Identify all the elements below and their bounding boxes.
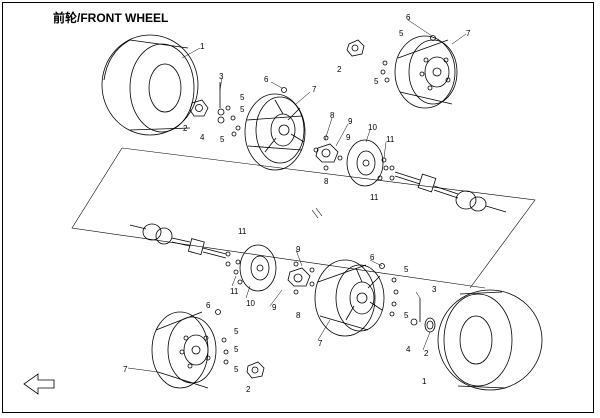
callout-9-top: 9 (348, 117, 353, 126)
drive-shaft-left (129, 223, 231, 267)
callout-8-top: 8 (330, 111, 335, 120)
callout-5-bottom-left-b: 5 (234, 345, 239, 354)
rim-top-right (380, 35, 458, 109)
callout-7-bottom-left: 7 (123, 365, 128, 374)
callout-5-top-c: 5 (220, 135, 225, 144)
callout-5-bottom-right-a: 5 (404, 265, 409, 274)
callout-3-top: 3 (219, 72, 224, 81)
callout-6-bottom-left: 6 (206, 301, 211, 310)
callout-9-top-b: 9 (346, 133, 351, 142)
callout-2-bottom-left: 2 (246, 385, 251, 394)
callout-labels: 1 2 3 4 5 5 5 6 7 8 8 9 9 10 11 11 2 6 7… (123, 13, 471, 394)
callout-9-bottom-b: 9 (272, 303, 277, 312)
front-direction-arrow-icon (23, 373, 55, 395)
tire-bottom-right (437, 289, 543, 391)
callout-8-top-b: 8 (324, 177, 329, 186)
callout-11-bottom-b: 11 (230, 287, 239, 296)
callout-10-bottom: 10 (246, 299, 255, 308)
callout-4-top: 4 (200, 133, 205, 142)
callout-11-top: 11 (386, 135, 395, 144)
hub-assembly-bottom-center (287, 261, 315, 295)
callout-7-top: 7 (312, 85, 317, 94)
rim-bottom-left (151, 309, 229, 389)
callout-2-bottom-right: 2 (424, 349, 429, 358)
callout-5-top-a: 5 (240, 93, 245, 102)
callout-8-bottom: 8 (296, 311, 301, 320)
diagram-border (2, 2, 594, 413)
drive-shaft-right (389, 165, 507, 213)
callout-7-top-right: 7 (466, 29, 471, 38)
rim-top-left (225, 87, 306, 171)
hub-top-left (189, 82, 225, 124)
brake-disc-bottom (233, 244, 277, 292)
rim-bottom-center (314, 259, 399, 337)
callout-1-bottom: 1 (422, 377, 427, 386)
hub-top-right (346, 39, 365, 57)
callout-5-top-b: 5 (240, 105, 245, 114)
callout-6-top: 6 (264, 75, 269, 84)
leader-lines (127, 19, 467, 373)
hub-bottom-right (410, 298, 436, 333)
callout-5-bottom-left-c: 5 (234, 365, 239, 374)
callout-3-bottom: 3 (432, 285, 437, 294)
tire-top-left (101, 34, 199, 136)
callout-11-bottom: 11 (238, 227, 247, 236)
hub-assembly-top-center (313, 135, 343, 171)
callout-9-bottom: 9 (296, 245, 301, 254)
callout-5-bottom-right-b: 5 (404, 311, 409, 320)
callout-4-bottom: 4 (406, 345, 411, 354)
assembly-guide-lines (71, 147, 536, 289)
brake-disc-top (346, 139, 389, 187)
callout-10-top: 10 (368, 123, 377, 132)
callout-5-top-right-b: 5 (374, 77, 379, 86)
callout-6-top-right: 6 (406, 13, 411, 22)
callout-5-bottom-left-a: 5 (234, 327, 239, 336)
callout-2-top-right: 2 (337, 65, 342, 74)
callout-7-bottom: 7 (318, 339, 323, 348)
callout-11-top-b: 11 (370, 193, 379, 202)
diagram-title: 前轮/FRONT WHEEL (53, 11, 169, 25)
callout-1-top: 1 (200, 42, 205, 51)
callout-5-top-right-a: 5 (399, 29, 404, 38)
hub-bottom-left (246, 361, 265, 379)
callout-2-top-left: 2 (183, 124, 188, 133)
callout-6-bottom: 6 (370, 253, 375, 262)
